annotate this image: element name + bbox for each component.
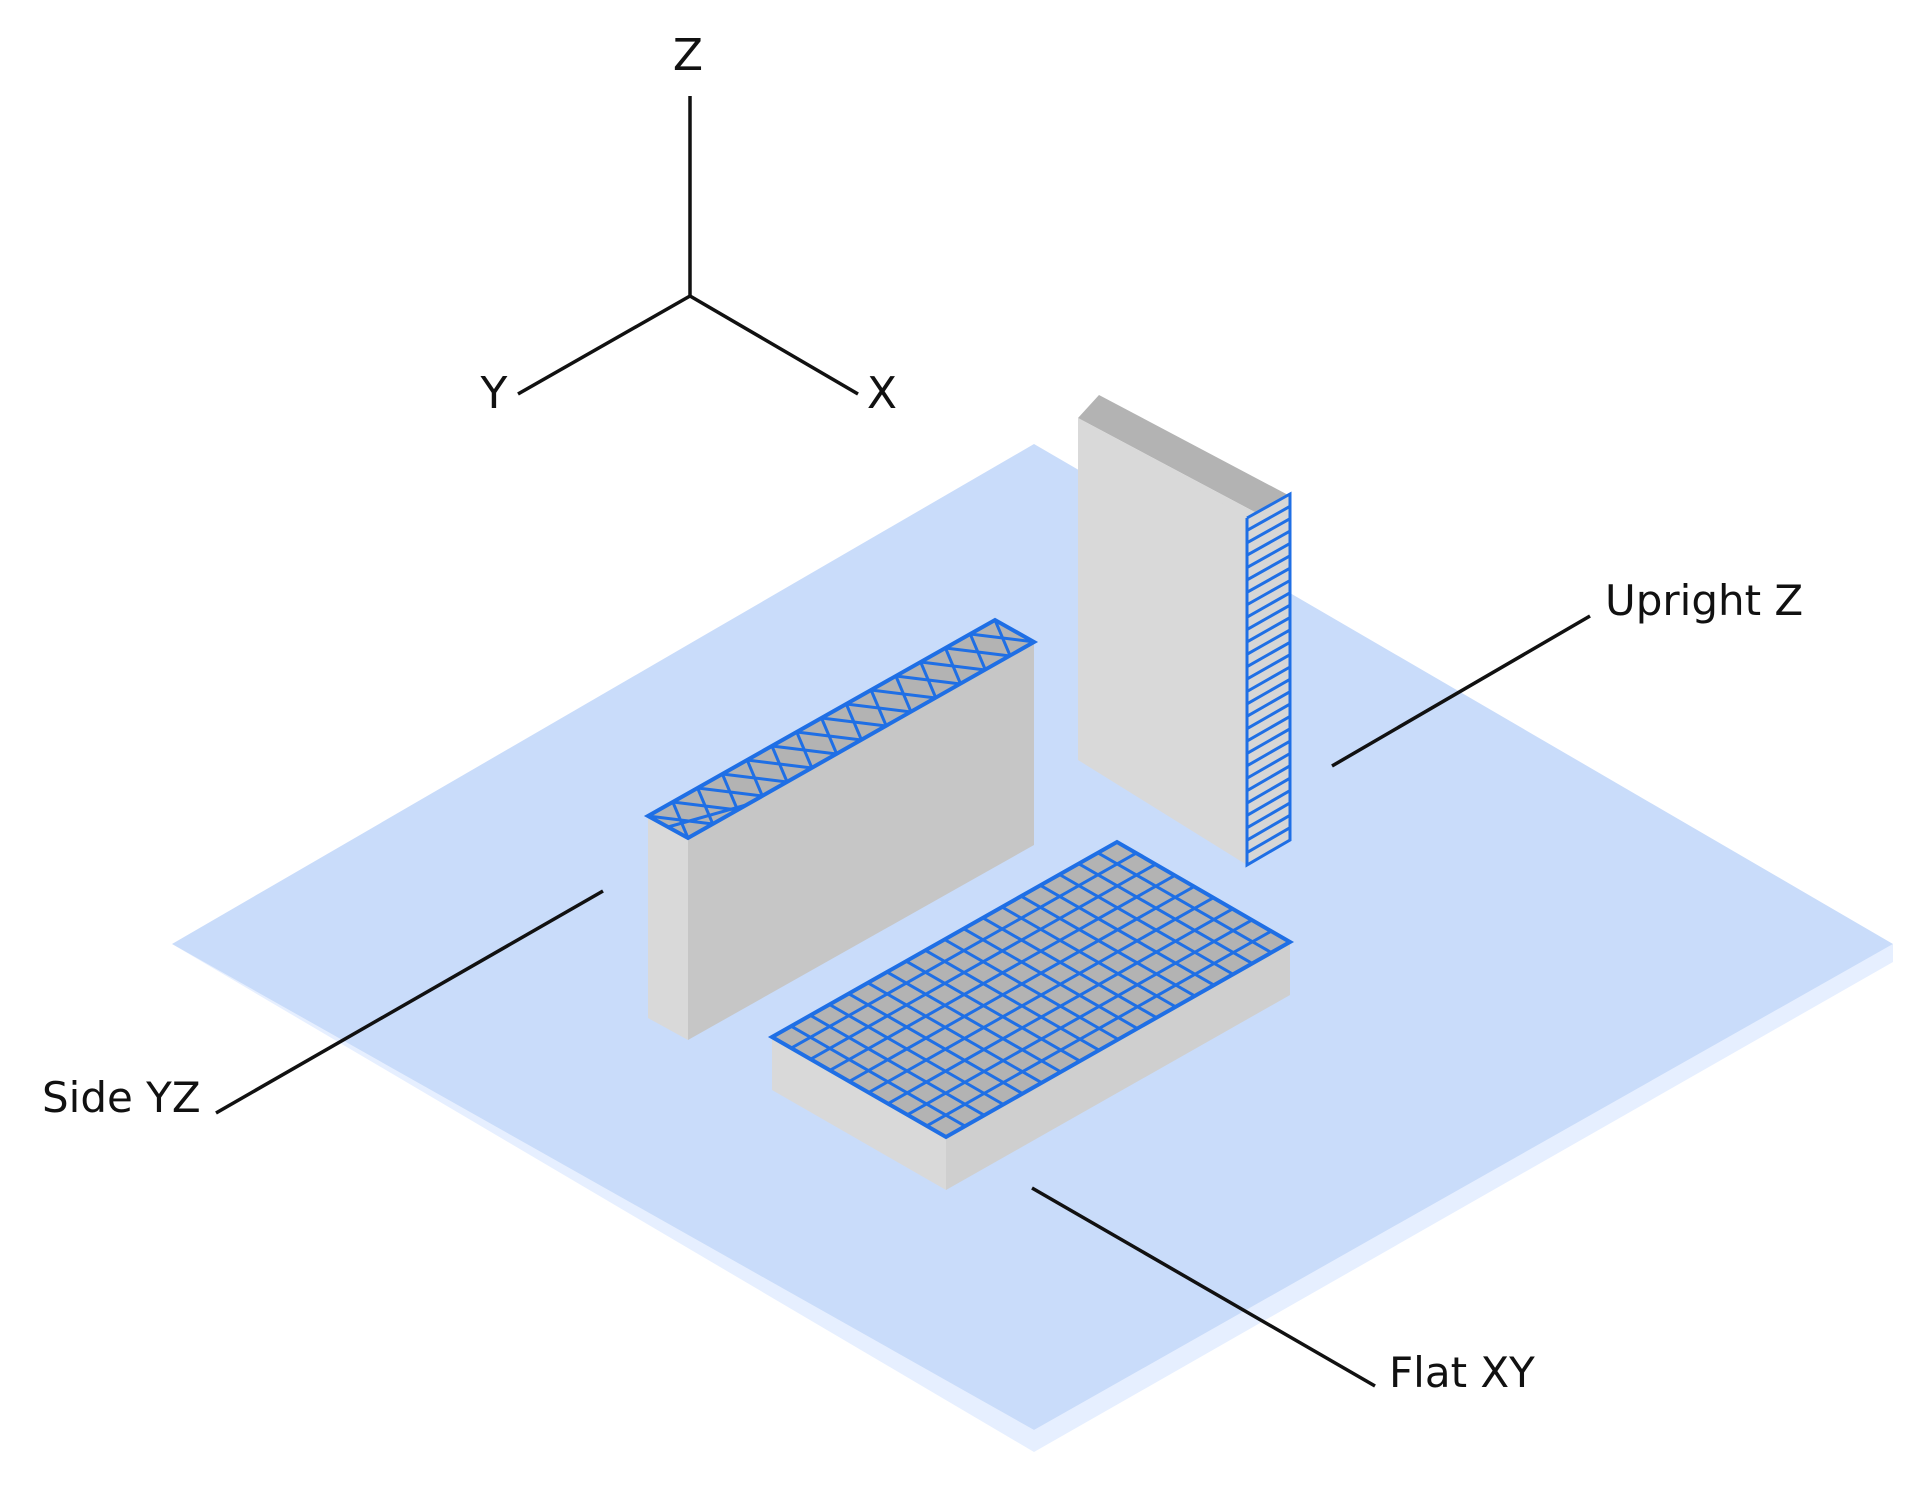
y-axis-line bbox=[517, 294, 691, 396]
lattice-line bbox=[919, 661, 938, 699]
lattice-line bbox=[820, 717, 839, 755]
layer-line bbox=[1246, 789, 1291, 817]
lattice-line bbox=[809, 1014, 986, 1117]
lattice-line bbox=[848, 885, 1196, 1083]
side-yz-label: Side YZ bbox=[42, 1073, 201, 1122]
lattice-line bbox=[1058, 873, 1235, 976]
layer-line bbox=[1246, 739, 1291, 768]
lattice-line bbox=[790, 1024, 966, 1128]
side-part-front-face bbox=[688, 642, 1034, 1040]
lattice-line bbox=[867, 896, 1215, 1094]
lattice-line bbox=[982, 916, 1158, 1020]
upright-z-part bbox=[1078, 395, 1292, 868]
lattice-line bbox=[894, 675, 913, 713]
y-axis-label: Y bbox=[480, 368, 508, 419]
lattice-line bbox=[968, 633, 987, 671]
flat-part-top-outline bbox=[767, 839, 1295, 1140]
layer-line bbox=[1246, 813, 1291, 842]
side-part-left-face bbox=[648, 816, 688, 1040]
flat-part-infill-lattice bbox=[790, 851, 1273, 1128]
lattice-line bbox=[1077, 862, 1254, 965]
side-yz-part bbox=[643, 617, 1039, 1040]
axis-triad bbox=[517, 96, 859, 396]
layer-line bbox=[1246, 505, 1291, 532]
x-axis-label: X bbox=[867, 368, 897, 419]
lattice-line bbox=[867, 981, 1043, 1085]
lattice-line bbox=[828, 1003, 1005, 1106]
side-leader-line bbox=[215, 889, 604, 1115]
layer-line bbox=[1246, 826, 1291, 854]
flat-part-right-face bbox=[946, 942, 1290, 1190]
flat-xy-label: Flat XY bbox=[1389, 1348, 1535, 1397]
layer-line bbox=[1246, 566, 1291, 594]
upright-z-label: Upright Z bbox=[1605, 576, 1803, 625]
z-axis-label: Z bbox=[673, 30, 703, 81]
lattice-line bbox=[1020, 894, 1196, 998]
layer-line bbox=[1246, 764, 1291, 792]
lattice-line bbox=[829, 874, 1176, 1072]
upright-part-side-outline bbox=[1245, 491, 1292, 868]
upright-leader-line bbox=[1331, 614, 1591, 768]
lattice-line bbox=[696, 787, 715, 825]
lattice-line bbox=[1097, 851, 1273, 955]
lattice-line bbox=[869, 689, 888, 727]
layer-line bbox=[1246, 653, 1291, 681]
layer-line bbox=[1246, 665, 1291, 693]
side-part-top-face bbox=[648, 620, 1034, 838]
lattice-line bbox=[924, 949, 1101, 1052]
layer-line bbox=[1246, 517, 1291, 545]
lattice-line bbox=[887, 907, 1234, 1105]
layer-line bbox=[1246, 603, 1291, 631]
lattice-line bbox=[993, 620, 1012, 657]
layer-line bbox=[1246, 529, 1291, 557]
x-axis-line bbox=[689, 294, 859, 396]
lattice-line bbox=[847, 992, 1024, 1095]
lattice-line bbox=[770, 745, 789, 783]
lattice-line bbox=[925, 929, 1273, 1128]
layer-line bbox=[1246, 542, 1291, 569]
side-part-top-outline bbox=[643, 617, 1039, 841]
lattice-line bbox=[809, 862, 1157, 1061]
layer-line bbox=[1246, 616, 1291, 644]
flat-part-left-face bbox=[772, 1037, 946, 1190]
layer-line bbox=[1246, 554, 1291, 582]
upright-part-layer-lines bbox=[1246, 505, 1291, 854]
lattice-line bbox=[943, 938, 1120, 1041]
layer-line bbox=[1246, 702, 1291, 730]
layer-line bbox=[1246, 801, 1291, 830]
upright-part-front-face-lower bbox=[1078, 418, 1247, 865]
lattice-line bbox=[844, 703, 863, 741]
lattice-line bbox=[720, 773, 739, 811]
layer-line bbox=[1246, 678, 1291, 706]
layer-line bbox=[1246, 628, 1291, 656]
lattice-line bbox=[1039, 884, 1216, 987]
flat-xy-part bbox=[767, 839, 1295, 1190]
layer-line bbox=[1246, 579, 1291, 607]
lattice-line bbox=[745, 759, 764, 797]
flat-leader-line bbox=[1031, 1186, 1376, 1388]
lattice-line bbox=[795, 731, 814, 769]
layer-line bbox=[1246, 690, 1291, 718]
upright-part-top-face bbox=[1078, 395, 1290, 518]
layer-line bbox=[1246, 591, 1291, 619]
lattice-line bbox=[905, 959, 1081, 1063]
lattice-line bbox=[1001, 905, 1177, 1009]
lattice-line bbox=[671, 801, 690, 838]
layer-line bbox=[1246, 752, 1291, 780]
layer-line bbox=[1246, 715, 1291, 743]
layer-line bbox=[1246, 776, 1291, 805]
layer-line bbox=[1246, 727, 1291, 755]
layer-line bbox=[1246, 640, 1291, 669]
lattice-line bbox=[886, 970, 1062, 1074]
lattice-line bbox=[962, 927, 1139, 1030]
lattice-line bbox=[944, 647, 963, 685]
lattice-line bbox=[906, 918, 1254, 1117]
lattice-line bbox=[790, 851, 1138, 1050]
